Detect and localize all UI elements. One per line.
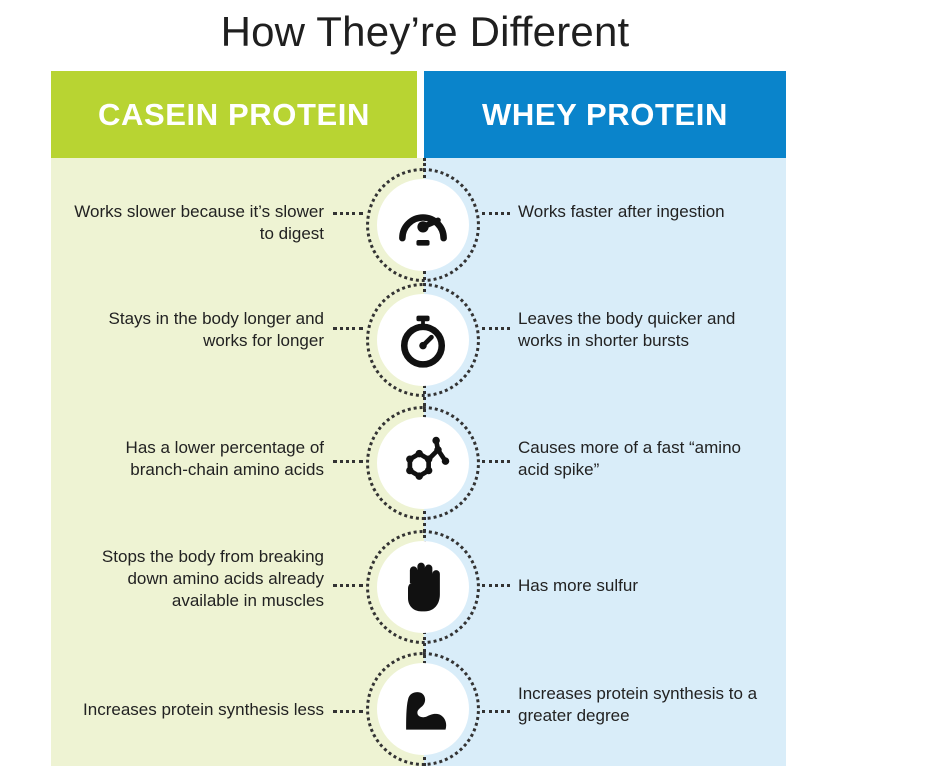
connector-right [482, 327, 510, 330]
connector-right [482, 212, 510, 215]
connector-right [482, 460, 510, 463]
molecule-icon [377, 417, 469, 509]
casein-text: Increases protein synthesis less [83, 700, 324, 719]
icon-circle [366, 283, 480, 397]
whey-text: Works faster after ingestion [518, 202, 725, 221]
icon-circle [366, 652, 480, 766]
casein-text: Has a lower percentage of branch-chain a… [125, 438, 324, 479]
comparison-row: Increases protein synthesis less Increas… [0, 652, 941, 766]
connector-left [333, 212, 363, 215]
hand-stop-icon [377, 541, 469, 633]
connector-left [333, 584, 363, 587]
stopwatch-icon [377, 294, 469, 386]
casein-text: Works slower because it’s slower to dige… [74, 202, 324, 243]
icon-circle [366, 530, 480, 644]
whey-header: WHEY PROTEIN [424, 71, 786, 158]
comparison-row: Stops the body from breaking down amino … [0, 530, 941, 644]
whey-text: Causes more of a fast “amino acid spike” [518, 438, 741, 479]
connector-left [333, 327, 363, 330]
icon-circle [366, 168, 480, 282]
comparison-row: Stays in the body longer and works for l… [0, 283, 941, 397]
connector-left [333, 710, 363, 713]
casein-header: CASEIN PROTEIN [51, 71, 417, 158]
icon-circle [366, 406, 480, 520]
header-divider [417, 71, 424, 158]
comparison-row: Works slower because it’s slower to dige… [0, 168, 941, 282]
whey-text: Has more sulfur [518, 576, 638, 595]
whey-text: Increases protein synthesis to a greater… [518, 684, 758, 725]
flexed-arm-icon [377, 663, 469, 755]
comparison-row: Has a lower percentage of branch-chain a… [0, 406, 941, 520]
connector-right [482, 710, 510, 713]
connector-left [333, 460, 363, 463]
casein-text: Stops the body from breaking down amino … [101, 547, 324, 610]
casein-text: Stays in the body longer and works for l… [108, 309, 324, 350]
connector-right [482, 584, 510, 587]
speedometer-icon [377, 179, 469, 271]
whey-text: Leaves the body quicker and works in sho… [518, 309, 736, 350]
page-title: How They’re Different [220, 8, 630, 55]
